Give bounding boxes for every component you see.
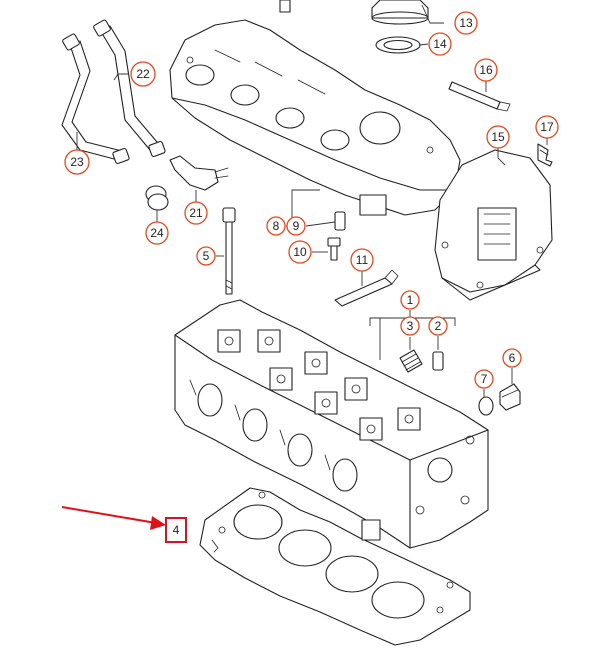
cylinder-head-bolt[interactable] (222, 207, 236, 295)
callout-10[interactable]: 10 (288, 240, 312, 264)
sealant-tube-16[interactable] (448, 81, 511, 112)
callout-2-label: 2 (435, 319, 442, 333)
callout-2[interactable]: 2 (428, 316, 448, 336)
callout-9[interactable]: 9 (286, 216, 306, 236)
temperature-sender[interactable] (169, 155, 229, 191)
callout-11-label: 11 (356, 253, 369, 267)
oil-filler-cap[interactable] (371, 0, 429, 25)
callout-3-label: 3 (407, 319, 414, 333)
callout-22-label: 22 (136, 67, 150, 81)
coolant-pipe-22[interactable] (93, 19, 166, 158)
callout-3[interactable]: 3 (400, 316, 420, 336)
callout-5[interactable]: 5 (196, 246, 216, 266)
callout-23[interactable]: 23 (64, 149, 90, 175)
callout-23-label: 23 (70, 155, 84, 169)
callout-10-label: 10 (293, 245, 307, 259)
callout-7[interactable]: 7 (474, 369, 494, 389)
bolt-10[interactable] (327, 237, 341, 261)
camshaft-housing[interactable] (169, 19, 461, 216)
callout-16-label: 16 (479, 63, 493, 77)
callout-13-label: 13 (459, 16, 473, 30)
cap-seal-ring[interactable] (375, 36, 421, 54)
coolant-pipe-23[interactable] (61, 33, 130, 165)
callout-13[interactable]: 13 (454, 11, 478, 35)
callout-6-label: 6 (509, 351, 516, 365)
highlight-arrow (61, 506, 166, 530)
callout-7-label: 7 (481, 372, 488, 386)
callout-8-label: 8 (273, 219, 280, 233)
screw-17[interactable] (537, 143, 553, 167)
cylinder-head[interactable] (174, 299, 489, 549)
callout-9-label: 9 (293, 219, 300, 233)
callout-22[interactable]: 22 (130, 61, 156, 87)
timing-belt-cover[interactable] (434, 149, 553, 301)
callout-4-label: 4 (173, 523, 180, 537)
sealing-ring[interactable] (478, 396, 494, 416)
callout-14[interactable]: 14 (428, 32, 452, 56)
callout-1-label: 1 (407, 293, 414, 307)
head-stud[interactable] (399, 349, 423, 373)
dowel-sleeve-9[interactable] (334, 211, 346, 231)
callout-8[interactable]: 8 (266, 216, 286, 236)
callout-16[interactable]: 16 (474, 58, 498, 82)
sealant-tube-11[interactable] (334, 269, 399, 307)
callout-1[interactable]: 1 (400, 290, 420, 310)
callout-21[interactable]: 21 (184, 201, 208, 225)
callout-24[interactable]: 24 (145, 221, 169, 245)
cylinder-head-gasket[interactable] (199, 487, 471, 646)
dowel-pin[interactable] (432, 351, 444, 371)
callout-14-label: 14 (433, 37, 447, 51)
callout-6[interactable]: 6 (502, 348, 522, 368)
callout-4[interactable]: 4 (165, 517, 187, 543)
callout-15[interactable]: 15 (486, 125, 510, 149)
callout-5-label: 5 (203, 249, 210, 263)
callout-24-label: 24 (150, 226, 164, 240)
bolt-stub-top (279, 0, 291, 13)
callout-15-label: 15 (491, 130, 505, 144)
sealing-plug-24[interactable] (145, 185, 169, 211)
screw-plug[interactable] (499, 383, 521, 411)
callout-17[interactable]: 17 (535, 115, 559, 139)
callout-17-label: 17 (540, 120, 554, 134)
callout-21-label: 21 (189, 206, 203, 220)
callout-11[interactable]: 11 (350, 248, 374, 272)
